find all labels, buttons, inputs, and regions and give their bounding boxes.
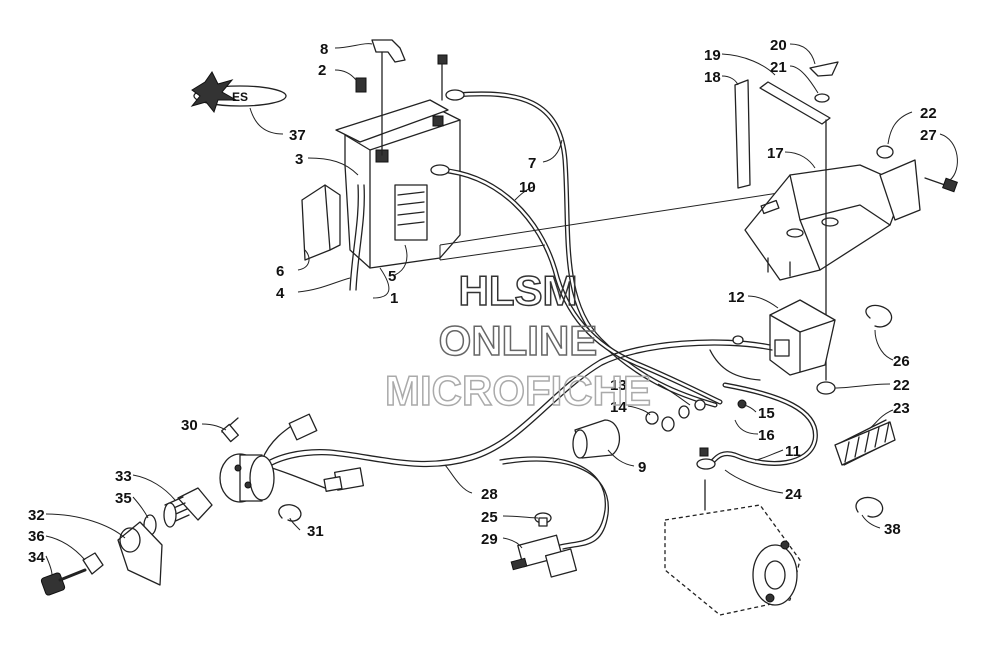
- bulb-30: [221, 417, 239, 443]
- spring: [834, 419, 896, 466]
- vent-tube: [349, 184, 359, 291]
- callout-11: 11: [785, 443, 801, 460]
- callout-18: 18: [704, 69, 721, 86]
- wiring-harness: [261, 335, 773, 550]
- callout-25: 25: [481, 509, 498, 526]
- callout-6: 6: [276, 263, 284, 280]
- fuse: [534, 512, 552, 527]
- terminal-bolt: [437, 54, 448, 101]
- callout-7: 7: [528, 155, 536, 172]
- fuse-holder: [510, 534, 578, 578]
- callout-4: 4: [276, 285, 285, 302]
- washer-21: [814, 93, 830, 103]
- es-logo: ES: [190, 71, 287, 114]
- starter-motor: [664, 479, 801, 616]
- callout-22b: 22: [893, 377, 910, 394]
- callout-22a: 22: [920, 105, 937, 122]
- callout-33: 33: [115, 468, 132, 485]
- headlight-switch: [163, 487, 213, 528]
- callout-28: 28: [481, 486, 498, 503]
- nut-22: [816, 381, 836, 395]
- callout-35: 35: [115, 490, 132, 507]
- hardware-13-16: [645, 399, 747, 432]
- logo-text: ES: [232, 90, 248, 104]
- callout-14: 14: [610, 399, 627, 416]
- battery-bracket: [744, 159, 921, 281]
- leader-lines: [45, 43, 958, 576]
- callout-8: 8: [320, 41, 328, 58]
- callout-38: 38: [884, 521, 901, 538]
- callout-2: 2: [318, 62, 326, 79]
- callout-34: 34: [28, 549, 45, 566]
- callout-13: 13: [610, 377, 627, 394]
- callout-30: 30: [181, 417, 198, 434]
- callout-16: 16: [758, 427, 775, 444]
- wing-nut: [809, 61, 839, 77]
- callout-32: 32: [28, 507, 45, 524]
- decal-32: [117, 521, 163, 586]
- callout-23: 23: [893, 400, 910, 417]
- ring-clip-26: [865, 304, 893, 328]
- callout-27: 27: [920, 127, 937, 144]
- callout-26: 26: [893, 353, 910, 370]
- ignition-key: [40, 568, 87, 596]
- callout-20: 20: [770, 37, 787, 54]
- callout-17: 17: [767, 145, 784, 162]
- vent-fitting: [355, 77, 367, 93]
- terminal-boot: [572, 419, 621, 459]
- watermark-line2: ONLINE: [439, 317, 598, 364]
- ring-clip-31: [278, 504, 302, 522]
- watermark-line1: HLSM: [459, 267, 578, 314]
- ignition-switch: [219, 453, 275, 503]
- callout-12: 12: [728, 289, 745, 306]
- callout-10: 10: [519, 179, 536, 196]
- callout-29: 29: [481, 531, 498, 548]
- callout-21: 21: [770, 59, 787, 76]
- callout-labels: 1 2 3 4 5 6 7 8 9 10 11 12 13 14 15 16 1…: [28, 37, 937, 566]
- callout-19: 19: [704, 47, 721, 64]
- callout-1: 1: [390, 290, 398, 307]
- flange-nut: [876, 145, 894, 159]
- callout-37: 37: [289, 127, 306, 144]
- callout-24: 24: [785, 486, 802, 503]
- battery: [335, 99, 461, 269]
- watermark-line3: MICROFICHE: [385, 367, 651, 414]
- callout-36: 36: [28, 528, 45, 545]
- terminal-cap: [371, 39, 406, 156]
- cap-screw: [924, 177, 958, 193]
- starter-solenoid: [769, 299, 836, 376]
- hold-down-strap: [734, 79, 751, 189]
- callout-9: 9: [638, 459, 646, 476]
- watermark: HLSM ONLINE MICROFICHE: [384, 266, 652, 415]
- callout-3: 3: [295, 151, 303, 168]
- callout-31: 31: [307, 523, 324, 540]
- callout-15: 15: [758, 405, 775, 422]
- callout-5: 5: [388, 268, 396, 285]
- battery-pad: [301, 184, 341, 261]
- ring-clip-38: [855, 496, 884, 518]
- ignition-nut: [82, 552, 104, 575]
